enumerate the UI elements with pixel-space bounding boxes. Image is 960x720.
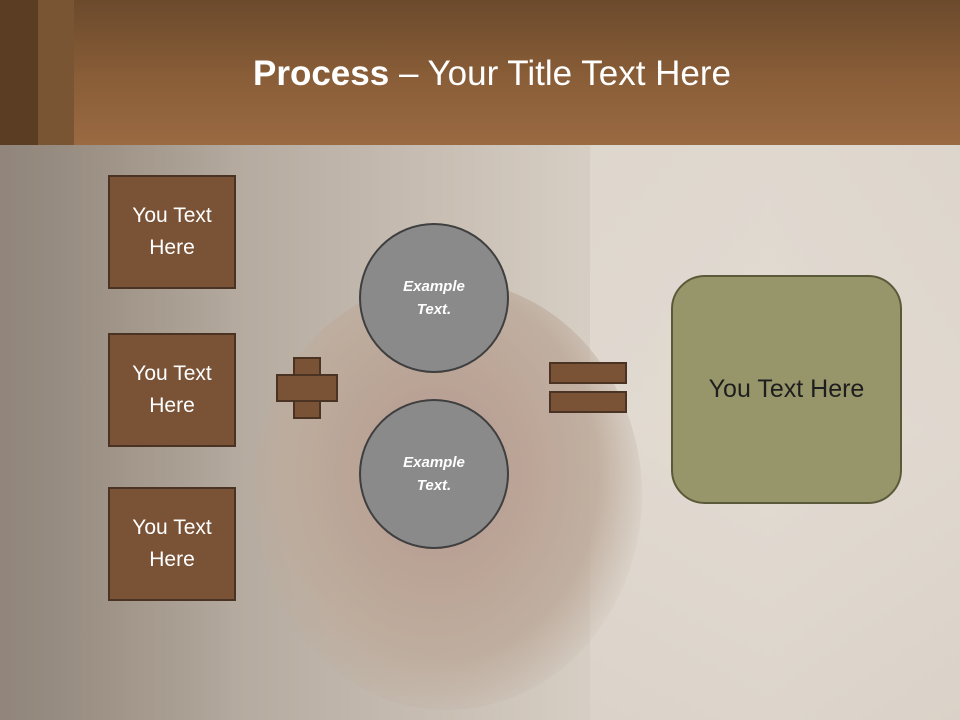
input-box-1[interactable]: You Text Here [108, 175, 236, 289]
slide-title-bold: Process [253, 54, 390, 93]
title-bar-accent-dark [0, 0, 38, 145]
equals-icon-bottom-bar [549, 391, 627, 413]
input-box-3[interactable]: You Text Here [108, 487, 236, 601]
example-circle-2-label: Example Text. [403, 454, 465, 494]
example-circle-1-label: Example Text. [403, 278, 465, 318]
result-box[interactable]: You Text Here [671, 275, 902, 504]
example-circle-2[interactable]: Example Text. [359, 399, 509, 549]
input-box-3-label: You Text Here [132, 516, 212, 571]
title-bar-accent-mid [38, 0, 74, 145]
slide-title-rest: – Your Title Text Here [389, 54, 731, 93]
plus-icon-center [295, 376, 319, 400]
input-box-2-label: You Text Here [132, 362, 212, 417]
equals-icon-top-bar [549, 362, 627, 384]
slide-title[interactable]: Process – Your Title Text Here [0, 52, 960, 96]
input-box-1-label: You Text Here [132, 204, 212, 259]
title-bar: Process – Your Title Text Here [0, 0, 960, 145]
result-box-label: You Text Here [708, 375, 865, 403]
example-circle-1[interactable]: Example Text. [359, 223, 509, 373]
input-box-2[interactable]: You Text Here [108, 333, 236, 447]
